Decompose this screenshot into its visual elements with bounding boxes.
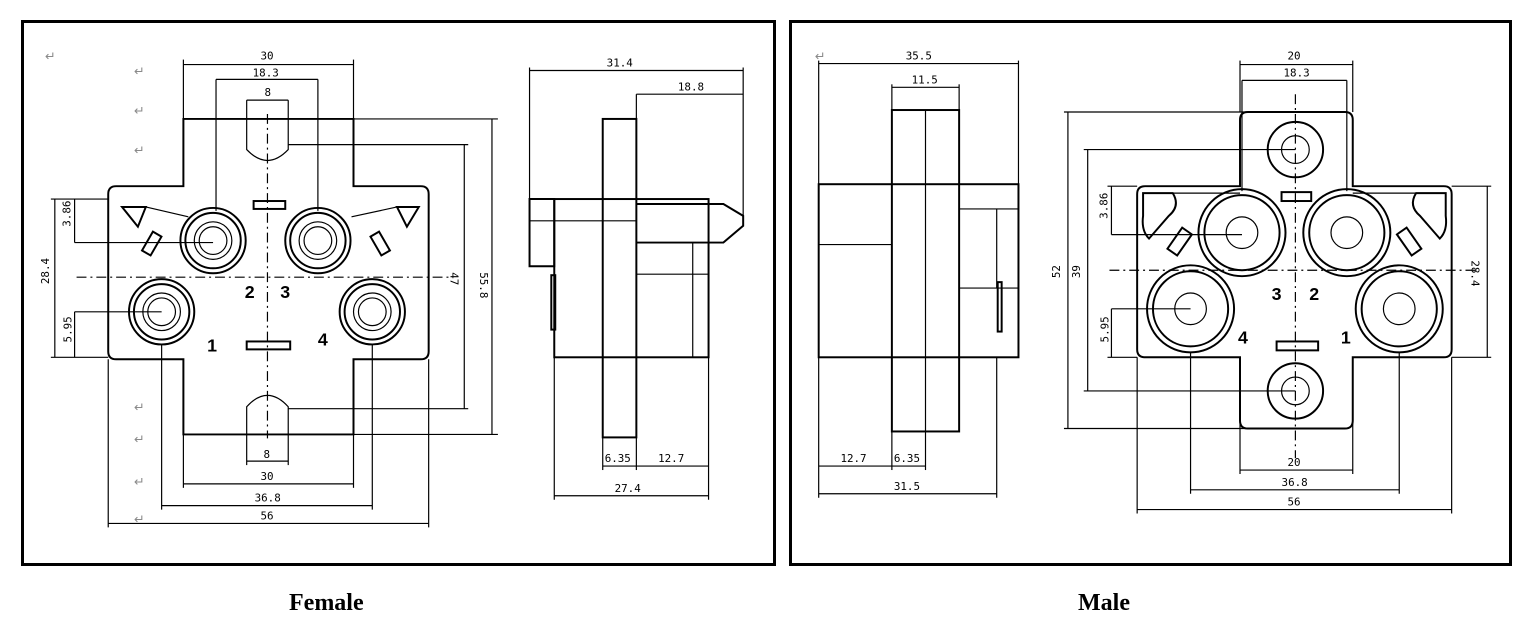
dim-label: 20 — [1287, 50, 1300, 63]
key-rect-top — [252, 200, 287, 210]
male-side-view: 35.5 11.5 12.7 6.35 31.5 — [817, 50, 1020, 498]
male-caption: Male — [1078, 590, 1130, 616]
pin-label-1: 1 — [207, 335, 217, 355]
pin-label-4: 4 — [318, 329, 328, 349]
dim-label: 35.5 — [906, 50, 932, 63]
pin-label-3: 3 — [1272, 284, 1282, 304]
dim-label: 56 — [261, 509, 274, 522]
dim-label: 8 — [264, 448, 271, 461]
pin-label-3: 3 — [280, 282, 290, 302]
contact-2 — [1302, 188, 1392, 278]
male-drawing: ↵ 35.5 11.5 12.7 6.35 31.5 — [815, 50, 1492, 514]
dim-label: 36.8 — [1282, 476, 1308, 489]
dim-label: 28.4 — [1468, 260, 1481, 287]
key-rect-bottom — [245, 340, 292, 351]
dim-label: 28.4 — [39, 257, 52, 284]
dim-label: 3.86 — [61, 201, 74, 227]
dim-label: 18.3 — [253, 66, 279, 79]
dim-label: 5.95 — [62, 316, 75, 342]
paragraph-mark: ↵ — [134, 64, 145, 79]
paragraph-mark: ↵ — [134, 401, 145, 416]
latch-slot-right — [1395, 226, 1423, 257]
contact-3 — [284, 206, 352, 275]
latch-slot-right — [369, 230, 392, 257]
latch-right — [395, 205, 421, 229]
dim-label: 36.8 — [255, 492, 281, 505]
dim-label: 6.35 — [894, 452, 920, 465]
paragraph-mark: ↵ — [45, 50, 56, 65]
dim-label: 12.7 — [658, 452, 684, 465]
male-front-outline — [1136, 111, 1453, 430]
dim-label: 8 — [264, 86, 271, 99]
dim-label: 31.5 — [894, 480, 920, 493]
latch-right — [1411, 192, 1448, 241]
dim-label: 18.8 — [678, 80, 704, 93]
latch-left — [120, 205, 148, 229]
paragraph-mark: ↵ — [134, 144, 145, 159]
contact-4 — [338, 278, 406, 346]
dim-label: 31.4 — [607, 57, 634, 70]
paragraph-mark: ↵ — [134, 432, 145, 447]
pin-label-2: 2 — [1309, 284, 1319, 304]
dim-label: 56 — [1287, 496, 1300, 509]
female-front-dimensions: 30 18.3 8 55.8 47 28.4 3.86 5.95 8 30 — [39, 50, 498, 528]
dim-label: 39 — [1070, 265, 1083, 278]
paragraph-mark: ↵ — [134, 512, 145, 527]
female-caption: Female — [289, 590, 364, 616]
paragraph-mark: ↵ — [134, 475, 145, 490]
dim-label: 3.86 — [1097, 193, 1110, 219]
contact-2 — [179, 206, 247, 275]
dim-label: 18.3 — [1284, 66, 1310, 79]
pin-label-1: 1 — [1341, 327, 1351, 347]
paragraph-marks: ↵ ↵ ↵ ↵ ↵ ↵ ↵ ↵ — [45, 50, 145, 528]
contact-1 — [1354, 264, 1444, 354]
pin-label-4: 4 — [1238, 327, 1248, 347]
female-drawing-panel: ↵ ↵ ↵ ↵ ↵ ↵ ↵ ↵ 1 2 3 4 — [21, 20, 776, 566]
paragraph-mark: ↵ — [815, 50, 826, 65]
dim-label: 20 — [1287, 456, 1300, 469]
paragraph-mark: ↵ — [134, 104, 145, 119]
female-drawing: ↵ ↵ ↵ ↵ ↵ ↵ ↵ ↵ 1 2 3 4 — [39, 50, 745, 528]
latch-slot-left — [1166, 226, 1194, 257]
male-drawing-panel: ↵ 35.5 11.5 12.7 6.35 31.5 — [789, 20, 1512, 566]
female-side-view: 31.4 18.8 6.35 12.7 27.4 — [528, 57, 745, 500]
dim-label: 5.95 — [1098, 316, 1111, 342]
latch-left — [1141, 192, 1177, 241]
dim-label: 30 — [261, 470, 274, 483]
dim-label: 11.5 — [912, 73, 938, 86]
latch-arm-left — [145, 206, 189, 218]
contact-3 — [1197, 188, 1287, 278]
dim-label: 55.8 — [477, 272, 490, 298]
dim-label: 6.35 — [605, 452, 631, 465]
male-front-dimensions: 20 18.3 52 39 3.86 5.95 28.4 20 36.8 56 — [1050, 50, 1492, 514]
pin-label-2: 2 — [245, 282, 255, 302]
dim-label: 27.4 — [615, 482, 642, 495]
key-rect-bottom — [1275, 340, 1320, 352]
dim-label: 30 — [261, 50, 274, 63]
dim-label: 52 — [1050, 265, 1063, 278]
key-rect-top — [1280, 191, 1313, 203]
latch-arm-right — [351, 206, 398, 218]
dim-label: 12.7 — [840, 452, 866, 465]
latch-slot-left — [140, 230, 163, 257]
dim-label: 47 — [447, 272, 460, 285]
